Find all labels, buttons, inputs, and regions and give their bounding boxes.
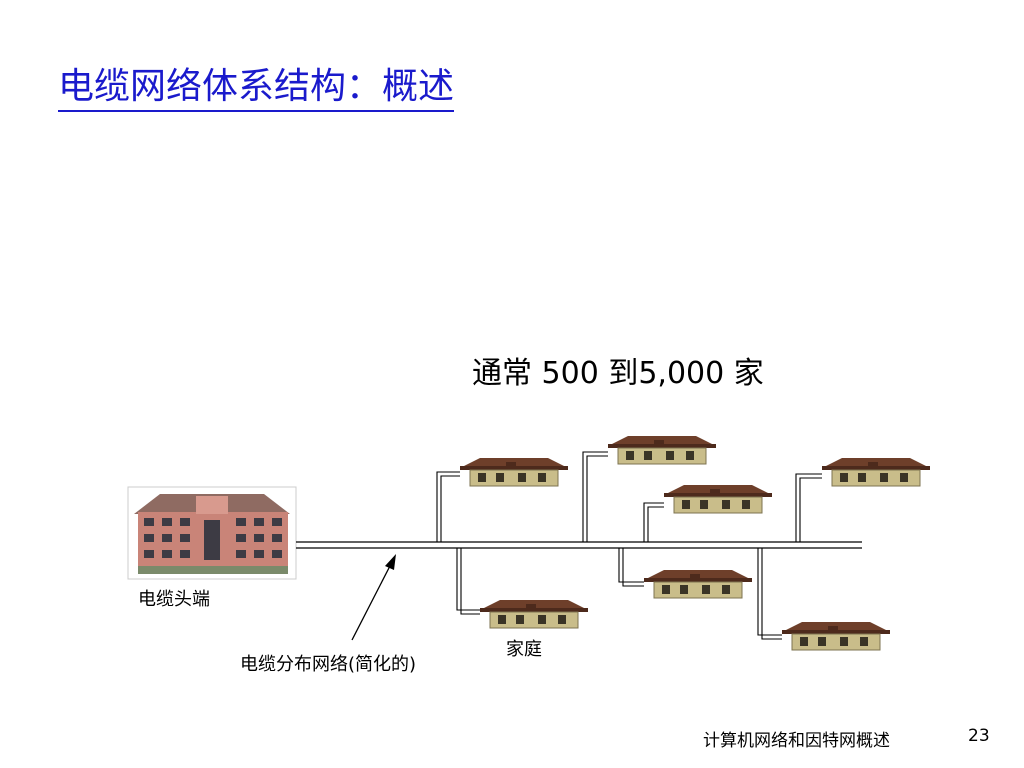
branch-cables — [436, 451, 822, 640]
main-cable — [296, 541, 862, 549]
house-icon — [821, 457, 931, 487]
footer-text: 计算机网络和因特网概述 — [703, 731, 890, 751]
distribution-network-label: 电缆分布网络(简化的) — [240, 654, 417, 675]
house-icon — [607, 435, 717, 465]
house-icon — [479, 599, 589, 629]
headend-label: 电缆头端 — [138, 589, 210, 610]
households-count-text: 通常 500 到5,000 家 — [472, 356, 764, 391]
house-icon — [781, 621, 891, 651]
slide-title: 电缆网络体系结构：概述 — [58, 64, 455, 112]
home-label: 家庭 — [506, 639, 542, 660]
house-icon — [643, 569, 753, 599]
house-icon — [663, 484, 773, 514]
page-number: 23 — [968, 726, 990, 746]
house-icon — [459, 457, 569, 487]
headend-building-icon — [127, 486, 297, 580]
distribution-pointer-arrow — [351, 554, 396, 641]
